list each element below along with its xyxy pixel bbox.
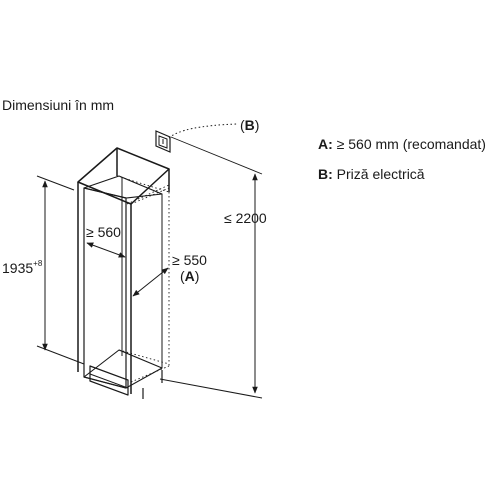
legend-item-a: A: ≥ 560 mm (recomandat)	[318, 137, 486, 151]
callout-b-key: B	[244, 117, 255, 133]
callout-b-leader	[168, 123, 238, 139]
dim-width-ref-key: A	[184, 268, 195, 284]
legend-item-b: B: Priză electrică	[318, 167, 425, 181]
legend-key-a: A:	[318, 136, 333, 152]
dim-width-arrow	[132, 267, 169, 297]
callout-b-label: (B)	[240, 117, 260, 133]
legend-text-a: ≥ 560 mm (recomandat)	[336, 136, 486, 152]
dim-depth-arrow	[86, 242, 126, 258]
legend-key-b: B:	[318, 166, 333, 182]
extension-line-top	[170, 136, 263, 175]
legend-text-b: Priză electrică	[336, 166, 425, 182]
cabinet-niche	[77, 147, 170, 399]
dim-height-value: 1935	[2, 260, 34, 276]
dim-height-label: 1935+8	[2, 259, 43, 276]
dim-width-ref: (A)	[180, 268, 200, 284]
diagram-title: Dimensiuni în mm	[2, 97, 115, 113]
dim-height	[36, 175, 85, 365]
dim-depth-label: ≥ 560	[86, 224, 121, 240]
electrical-outlet-icon	[155, 130, 171, 153]
dim-height-tolerance: +8	[33, 259, 43, 268]
dim-width-label: ≥ 550	[172, 252, 207, 268]
dim-total-height	[159, 173, 263, 399]
hidden-edges	[116, 148, 170, 383]
